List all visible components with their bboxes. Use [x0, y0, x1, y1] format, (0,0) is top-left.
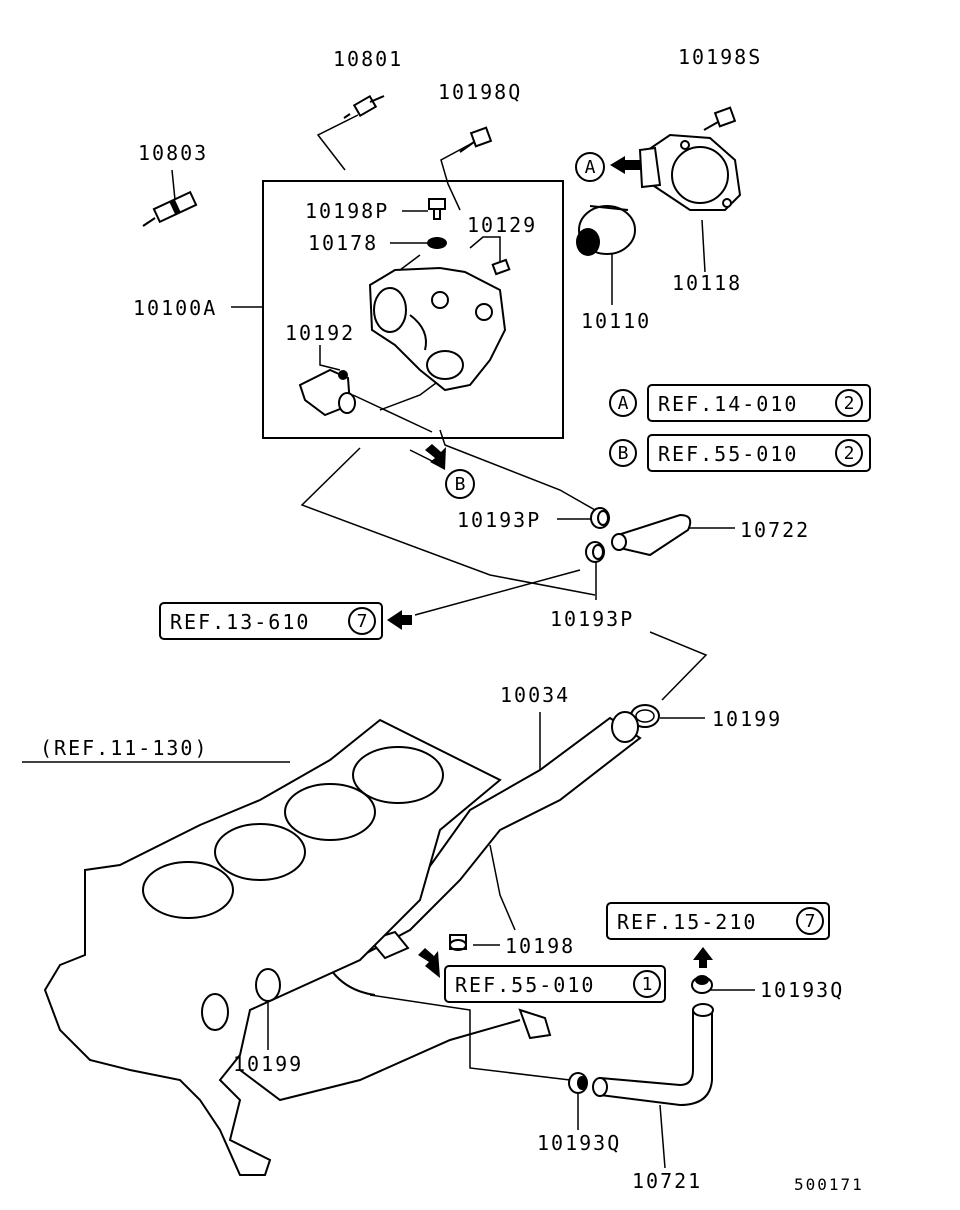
ref-b-text: REF.55-010 [658, 442, 798, 466]
water-inlet-10118-icon [638, 133, 742, 211]
label-10198S: 10198S [678, 45, 762, 69]
label-10198: 10198 [505, 934, 575, 958]
marker-a-letter: A [585, 157, 596, 178]
label-10193Q-a: 10193Q [760, 978, 844, 1002]
bolt-10198-icon [449, 934, 467, 951]
label-10178: 10178 [308, 231, 378, 255]
label-10118: 10118 [672, 271, 742, 295]
thermostat-10110-icon [576, 205, 636, 256]
label-10801: 10801 [333, 47, 403, 71]
label-10193P-a: 10193P [457, 508, 541, 532]
ref-a-text: REF.14-010 [658, 392, 798, 416]
bolt-10198Q-icon [459, 126, 493, 153]
water-outlet-housing-icon [368, 266, 507, 392]
label-10722: 10722 [740, 518, 810, 542]
label-10803: 10803 [138, 141, 208, 165]
leader-10198Q [440, 139, 479, 211]
ref-55-num: 1 [642, 974, 653, 995]
leader-10801 [316, 114, 359, 171]
label-10192: 10192 [285, 321, 355, 345]
sensor-10803-icon [142, 190, 198, 227]
clamp-10193Q-upper-icon [691, 975, 713, 994]
cylinder-block-icon [43, 718, 552, 1176]
label-10198P: 10198P [305, 199, 389, 223]
ref-box-b: B REF.55-010 2 [609, 434, 871, 472]
label-10721: 10721 [632, 1169, 702, 1193]
marker-b-circle [445, 469, 475, 499]
ref-box-a: A REF.14-010 2 [609, 384, 871, 422]
ref-15-num: 7 [805, 911, 816, 932]
ref-box-55-010-1: REF.55-010 1 [444, 965, 666, 1003]
leader-10193P-lower [300, 447, 596, 596]
label-10129: 10129 [467, 213, 537, 237]
label-10034: 10034 [500, 683, 570, 707]
ref-15-text: REF.15-210 [617, 910, 757, 934]
ref-11-text: (REF.11-130) [40, 736, 209, 760]
ref-b-num: 2 [844, 443, 855, 464]
footer-code: 500171 [794, 1175, 864, 1194]
label-10193Q-b: 10193Q [537, 1131, 621, 1155]
label-10198Q: 10198Q [438, 80, 522, 104]
ref-13-text: REF.13-610 [170, 610, 310, 634]
fitting-10192-icon [298, 368, 356, 417]
washer-10178-icon [427, 237, 447, 249]
housing-assembly-box [262, 180, 564, 439]
clamp-10193Q-lower-icon [568, 1072, 588, 1094]
sensor-10801-icon [343, 94, 385, 119]
marker-b-arrow [425, 444, 446, 470]
ref-a-letter: A [618, 393, 629, 414]
ref-a-num: 2 [844, 393, 855, 414]
marker-a-circle [575, 152, 605, 182]
leader-housing [379, 379, 441, 411]
ref-55-text: REF.55-010 [455, 973, 595, 997]
ref-box-15-210: REF.15-210 7 [606, 902, 830, 940]
leader-10198 [489, 844, 516, 931]
clamp-10193P-lower-icon [585, 541, 605, 563]
leader-box-bottom [352, 394, 433, 433]
ref-b-letter: B [618, 443, 629, 464]
bolt-10198S-icon [703, 106, 737, 131]
leader-10192 [319, 345, 341, 371]
o-ring-10199-top-inner [635, 709, 655, 723]
leader-10199-top [649, 631, 708, 701]
leader-ref-13-610 [414, 569, 581, 616]
arrow-ref-15-210 [693, 947, 713, 968]
leader-10118 [701, 219, 706, 273]
arrow-ref-55-010-1 [418, 948, 440, 978]
leader-10721 [659, 1104, 666, 1169]
marker-a-arrow [610, 156, 640, 174]
leader-hose-lower [369, 994, 571, 1081]
o-ring-10199-bottom-icon [255, 968, 281, 1002]
leader-10193P-upper [439, 429, 596, 511]
hose-10722-icon [611, 513, 692, 557]
label-10193P-b: 10193P [550, 607, 634, 631]
leader-10129 [469, 236, 501, 262]
clamp-10193P-upper-icon [590, 507, 610, 529]
label-10100A: 10100A [133, 296, 217, 320]
ref-13-num: 7 [357, 611, 368, 632]
arrow-ref-13-610 [387, 610, 412, 630]
gasket-10129-icon [491, 258, 511, 276]
hose-10721-icon [592, 1003, 714, 1107]
marker-b-letter: B [455, 474, 466, 495]
leader-10803 [171, 169, 176, 201]
bolt-10198P-icon [428, 198, 446, 220]
label-10199-b: 10199 [233, 1052, 303, 1076]
label-10199-a: 10199 [712, 707, 782, 731]
label-10110: 10110 [581, 309, 651, 333]
ref-box-13-610: REF.13-610 7 [159, 602, 383, 640]
